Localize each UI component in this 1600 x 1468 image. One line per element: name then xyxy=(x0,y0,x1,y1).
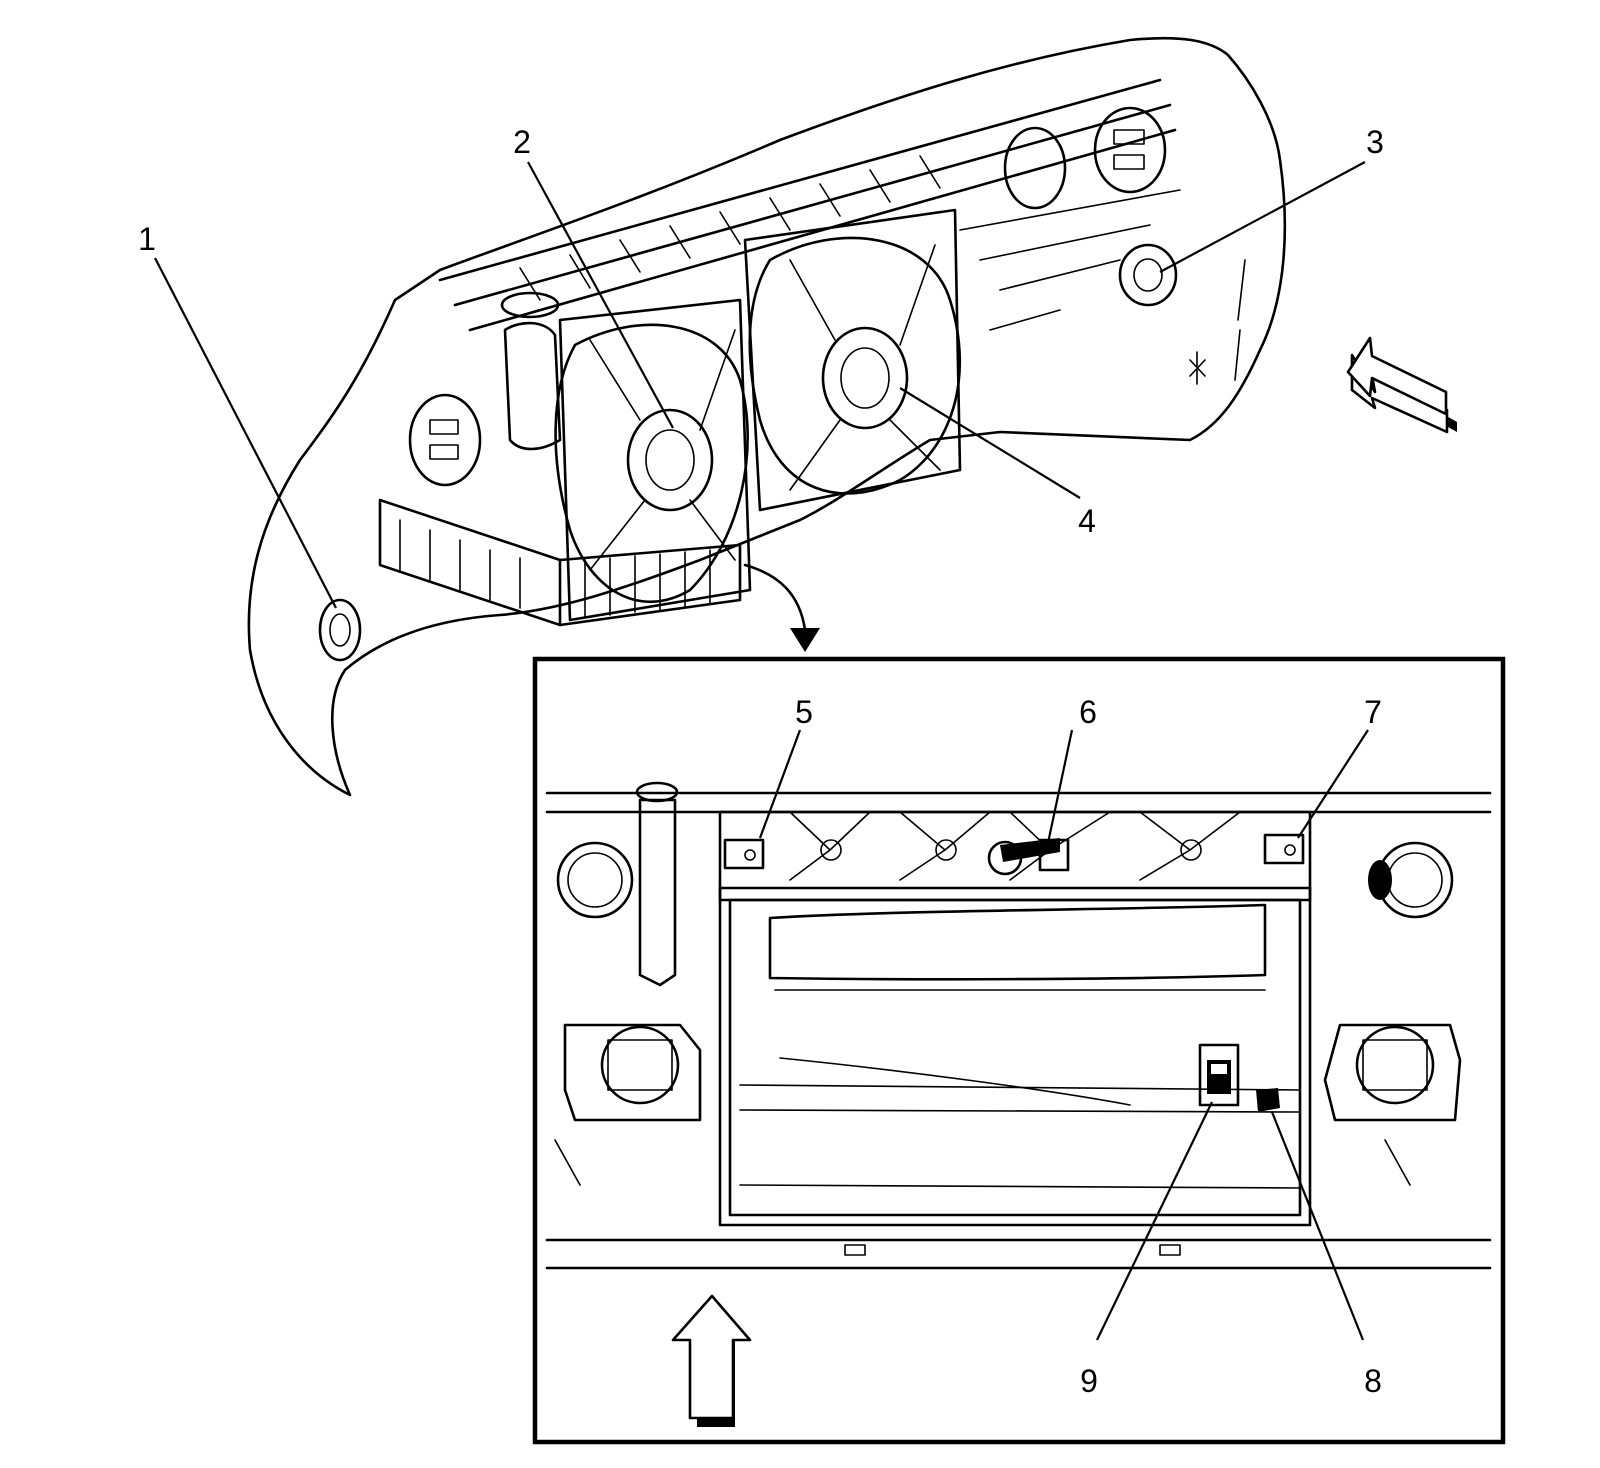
inset-left-headlamp xyxy=(556,841,702,1122)
callout-5: 5 xyxy=(795,694,813,730)
front-fascia-outline xyxy=(247,36,1287,797)
left-horn xyxy=(318,598,362,662)
left-headlamp xyxy=(408,393,482,487)
upper-right-connector xyxy=(1263,833,1305,865)
view-direction-arrow-icon xyxy=(671,1294,752,1427)
radiator-support-frame xyxy=(718,886,1312,1227)
detail-view-inset xyxy=(532,656,1506,1445)
left-cooling-fan xyxy=(554,298,752,622)
right-cooling-fan xyxy=(743,208,962,512)
view-direction-arrow-icon xyxy=(1346,336,1457,434)
callout-6: 6 xyxy=(1079,694,1097,730)
leader-lines xyxy=(154,161,1369,1341)
callout-labels: 1 2 3 4 5 6 7 8 9 xyxy=(138,124,1384,1399)
callout-8: 8 xyxy=(1364,1363,1382,1399)
coolant-filler-neck xyxy=(503,321,562,451)
callout-3: 3 xyxy=(1366,124,1384,160)
inset-switch-9 xyxy=(1198,1043,1240,1107)
curved-zoom-arrow-icon xyxy=(743,563,820,652)
front-end-overview-illustration xyxy=(247,36,1287,797)
callout-1: 1 xyxy=(138,221,156,257)
right-horn xyxy=(1118,243,1178,307)
callout-4: 4 xyxy=(1078,503,1096,539)
callout-9: 9 xyxy=(1080,1363,1098,1399)
callout-2: 2 xyxy=(513,124,531,160)
inset-connector-8 xyxy=(1256,1088,1280,1112)
callout-7: 7 xyxy=(1364,694,1382,730)
right-headlamp xyxy=(1003,106,1167,210)
inset-right-headlamp xyxy=(1323,841,1462,1122)
upper-left-connector xyxy=(723,838,765,870)
center-sensor xyxy=(987,838,1070,876)
